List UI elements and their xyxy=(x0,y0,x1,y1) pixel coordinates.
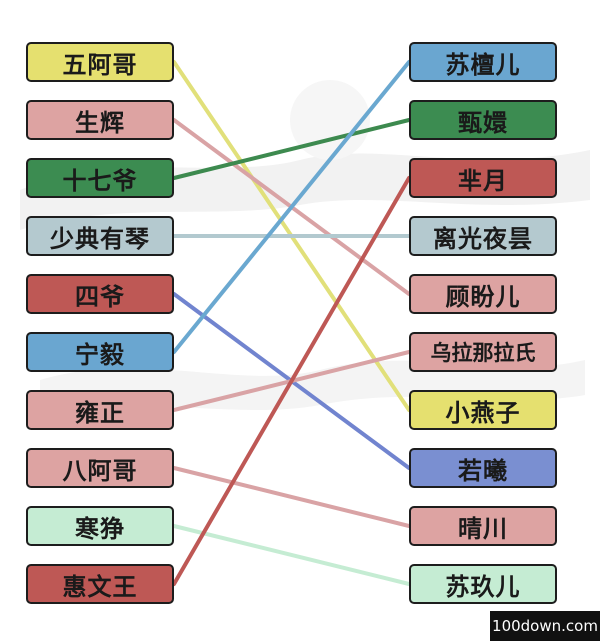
left-name-card[interactable]: 生辉 xyxy=(26,100,174,140)
right-name-card[interactable]: 离光夜昙 xyxy=(409,216,557,256)
left-name-card[interactable]: 宁毅 xyxy=(26,332,174,372)
left-name-card[interactable]: 惠文王 xyxy=(26,564,174,604)
right-name-card[interactable]: 若曦 xyxy=(409,448,557,488)
left-name-card[interactable]: 五阿哥 xyxy=(26,42,174,82)
right-name-card[interactable]: 苏玖儿 xyxy=(409,564,557,604)
right-name-card[interactable]: 甄嬛 xyxy=(409,100,557,140)
left-name-card[interactable]: 八阿哥 xyxy=(26,448,174,488)
left-name-card[interactable]: 四爷 xyxy=(26,274,174,314)
left-name-card[interactable]: 十七爷 xyxy=(26,158,174,198)
connection-line xyxy=(172,466,411,528)
left-name-card[interactable]: 雍正 xyxy=(26,390,174,430)
right-name-card[interactable]: 苏檀儿 xyxy=(409,42,557,82)
right-name-card[interactable]: 顾盼儿 xyxy=(409,274,557,314)
connection-line xyxy=(172,60,411,354)
left-name-card[interactable]: 少典有琴 xyxy=(26,216,174,256)
left-name-card[interactable]: 寒狰 xyxy=(26,506,174,546)
right-name-card[interactable]: 芈月 xyxy=(409,158,557,198)
right-name-card[interactable]: 晴川 xyxy=(409,506,557,546)
right-name-card[interactable]: 小燕子 xyxy=(409,390,557,430)
connection-line xyxy=(172,524,411,586)
watermark: 100down.com xyxy=(490,611,600,641)
connection-line xyxy=(172,118,411,180)
right-name-card[interactable]: 乌拉那拉氏 xyxy=(409,332,557,372)
connection-line xyxy=(172,176,411,586)
